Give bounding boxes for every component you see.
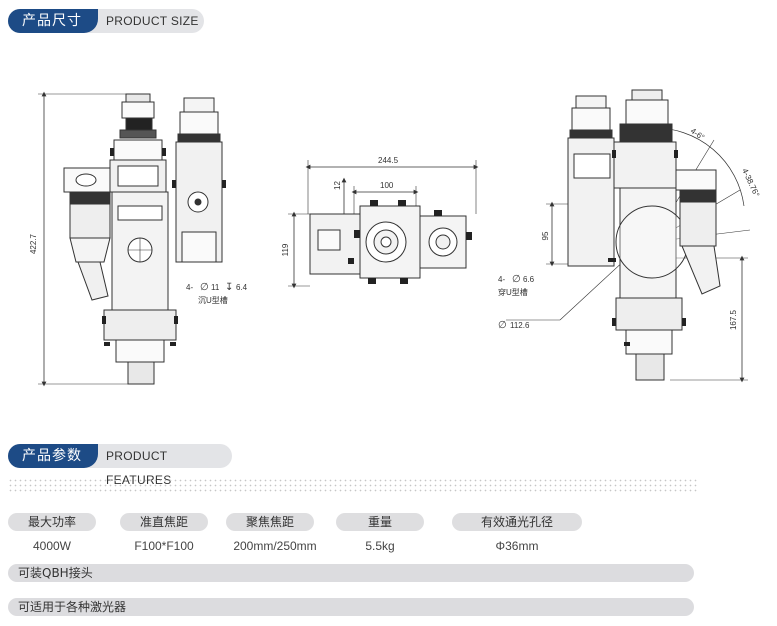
spec-label-weight: 重量 bbox=[336, 513, 424, 531]
left-callout-dia: 11 bbox=[211, 283, 220, 292]
left-callout-2: 沉U型槽 bbox=[198, 295, 228, 305]
spec-value-weight: 5.5kg bbox=[365, 539, 395, 553]
section-header-features: 产品参数 PRODUCT FEATURES bbox=[8, 444, 232, 487]
technical-drawings: 422.7 4- ∅ 11 ↧ 6.4 沉U型槽 244 bbox=[29, 89, 761, 387]
section-title-en: PRODUCT SIZE bbox=[106, 14, 199, 28]
top-inner-width-dim: 100 bbox=[380, 181, 394, 190]
right-callout-dia-symbol: ∅ bbox=[512, 274, 521, 285]
spec-value-max-power: 4000W bbox=[32, 539, 72, 553]
left-callout-depth: 6.4 bbox=[236, 283, 248, 292]
right-circle-dia: 112.6 bbox=[510, 321, 530, 330]
spec-value-focus-focal: 200mm/250mm bbox=[233, 539, 317, 553]
spec-label-focus-focal: 聚焦焦距 bbox=[226, 513, 314, 531]
section-title-cn: 产品尺寸 bbox=[8, 9, 98, 33]
right-angle-2: 4-38.76° bbox=[740, 167, 761, 198]
left-height-dim: 422.7 bbox=[29, 233, 38, 254]
note-qbh: 可装QBH接头 bbox=[8, 564, 694, 582]
note-lasers: 可适用于各种激光器 bbox=[8, 598, 694, 616]
spec-value-collimation-focal: F100*F100 bbox=[134, 539, 194, 553]
left-view-drawing bbox=[38, 91, 226, 387]
top-height-dim: 119 bbox=[281, 243, 290, 256]
right-lower-dim: 167.5 bbox=[729, 309, 738, 330]
spec-label-collimation-focal: 准直焦距 bbox=[120, 513, 208, 531]
right-callout-dia: 6.6 bbox=[523, 275, 535, 284]
left-callout-1: 4- bbox=[186, 283, 193, 292]
right-callout-2: 穿U型槽 bbox=[498, 287, 528, 297]
section-title-en: PRODUCT FEATURES bbox=[106, 449, 171, 487]
right-view-drawing bbox=[506, 89, 751, 383]
left-callout-depth-symbol: ↧ bbox=[225, 282, 233, 293]
right-angle-1: 4-6° bbox=[689, 126, 706, 142]
right-circle-dia-symbol: ∅ bbox=[498, 320, 507, 331]
top-view-drawing bbox=[288, 160, 479, 289]
top-width-dim: 244.5 bbox=[378, 156, 399, 165]
left-callout-dia-symbol: ∅ bbox=[200, 282, 209, 293]
section-header-size: 产品尺寸 PRODUCT SIZE bbox=[8, 9, 204, 33]
top-offset-dim: 12 bbox=[333, 181, 342, 190]
spec-label-aperture: 有效通光孔径 bbox=[452, 513, 582, 531]
section-title-cn: 产品参数 bbox=[8, 444, 98, 468]
spec-value-aperture: Φ36mm bbox=[495, 539, 539, 553]
spec-label-max-power: 最大功率 bbox=[8, 513, 96, 531]
right-callout-1: 4- bbox=[498, 275, 505, 284]
right-height-dim: 95 bbox=[541, 231, 550, 240]
dotted-divider bbox=[8, 478, 698, 492]
